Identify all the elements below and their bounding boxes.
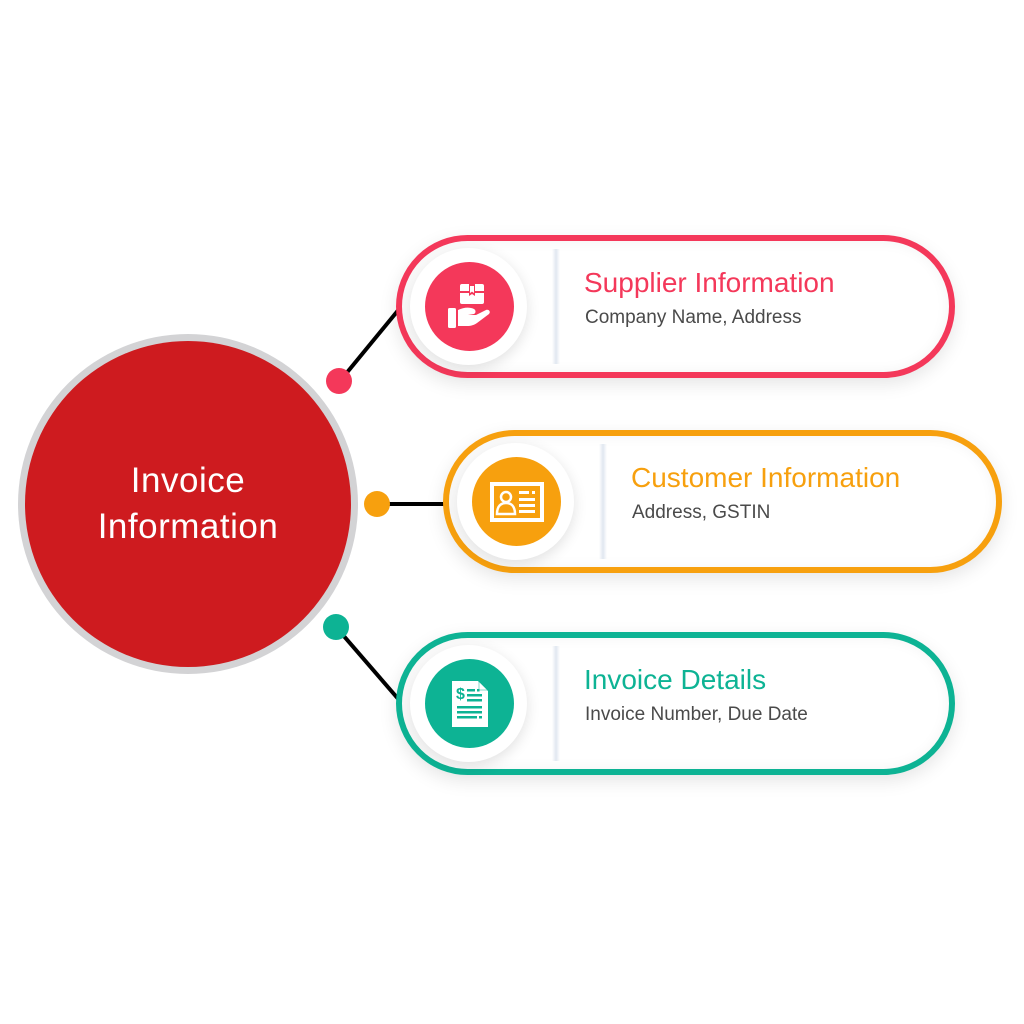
svg-text:$: $ xyxy=(456,686,465,703)
card-title: Supplier Information xyxy=(584,267,835,298)
icon-badge: $ xyxy=(425,659,514,748)
hub-title-line2: Information xyxy=(97,507,279,546)
card-description: Invoice Number, Due Date xyxy=(585,704,808,725)
connector-dot-supplier xyxy=(326,368,352,394)
connector-dot-customer xyxy=(364,491,390,517)
icon-badge xyxy=(425,262,514,351)
card-description: Address, GSTIN xyxy=(632,502,771,523)
card-description: Company Name, Address xyxy=(585,307,802,328)
connector-dot-invoice xyxy=(323,614,349,640)
hub-circle: Invoice Information xyxy=(25,341,351,667)
card-title: Customer Information xyxy=(631,462,901,493)
card-divider xyxy=(599,444,607,559)
id-card-icon xyxy=(489,481,544,522)
connector-invoice xyxy=(334,625,402,703)
card-divider xyxy=(552,646,560,761)
icon-badge xyxy=(472,457,561,546)
card-invoice-details: $ Invoice Details Invoice Number, Due Da… xyxy=(396,632,955,775)
hand-holding-box-icon xyxy=(447,283,490,328)
card-title: Invoice Details xyxy=(584,664,767,695)
card-supplier-information: Supplier Information Company Name, Addre… xyxy=(396,235,955,378)
card-divider xyxy=(552,249,560,364)
card-customer-information: Customer Information Address, GSTIN xyxy=(443,430,1002,573)
invoice-document-icon: $ xyxy=(451,680,488,727)
connector-supplier xyxy=(338,306,402,383)
hub-title-line1: Invoice xyxy=(130,461,246,500)
